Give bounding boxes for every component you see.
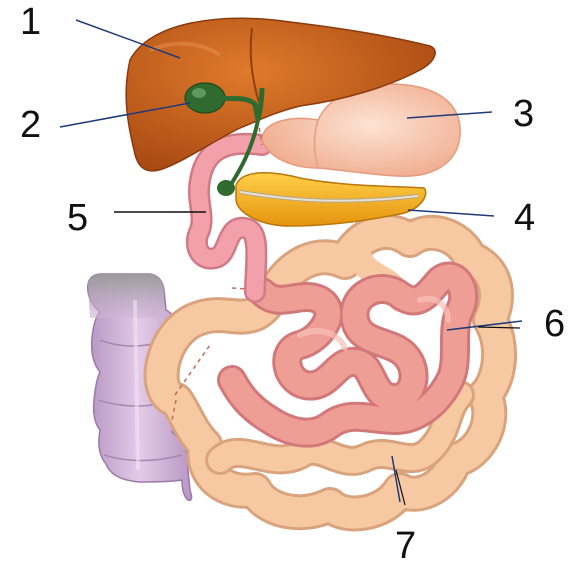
label-6: 6 [544,305,565,343]
label-2: 2 [20,106,41,144]
label-3: 3 [513,95,534,133]
leader-line-4 [408,210,494,216]
label-1: 1 [20,3,41,41]
label-4: 4 [514,199,535,237]
jejunum [232,277,463,433]
label-7: 7 [395,527,416,565]
label-5: 5 [67,199,88,237]
